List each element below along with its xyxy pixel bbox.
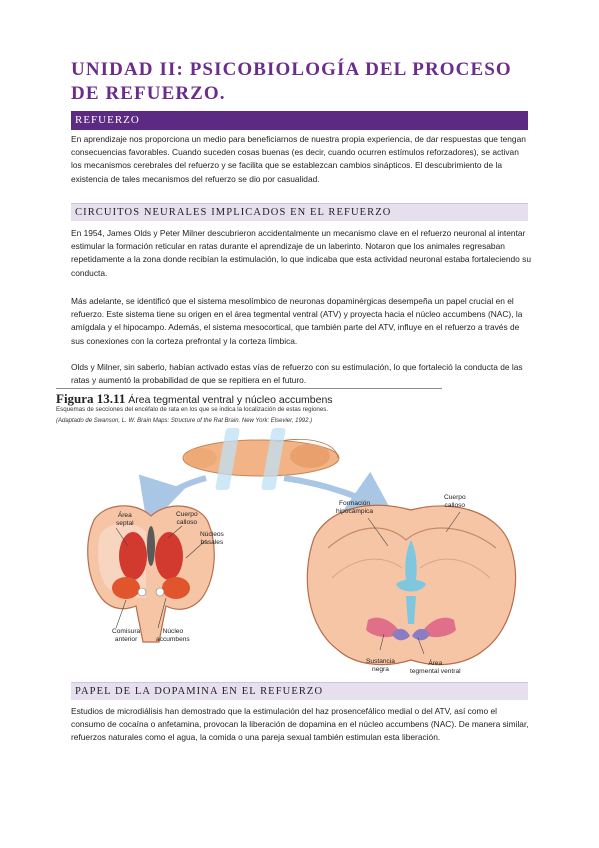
figure-title-text: Área tegmental ventral y núcleo accumben… <box>128 394 333 406</box>
substantia-nigra-right-shape <box>422 617 456 638</box>
paragraph-vias-refuerzo: Olds y Milner, sin saberlo, habían activ… <box>71 362 523 386</box>
label-cuerpo-calloso-left: Cuerpo calloso <box>176 511 198 526</box>
figure-caption-subtitle: Esquemas de secciones del encéfalo de ra… <box>56 406 329 413</box>
label-comisura-anterior: Comisura anterior <box>112 628 141 643</box>
rat-brain-sections-diagram <box>87 428 517 666</box>
septal-area-shape <box>119 532 147 580</box>
arrow-to-left-section <box>138 474 207 528</box>
figure-caption-title: Figura 13.11 Área tegmental ventral y nú… <box>56 391 333 407</box>
figure-top-rule <box>56 388 442 389</box>
label-cuerpo-calloso-right: Cuerpo calloso <box>444 494 466 509</box>
vta-left-shape <box>392 628 410 641</box>
section-heading-dopamina: PAPEL DE LA DOPAMINA EN EL REFUERZO <box>71 682 528 700</box>
label-nucleos-basales: Núcleos basales <box>200 531 224 546</box>
accumbens-left-shape <box>112 577 140 599</box>
label-sustancia-negra: Sustancia negra <box>366 658 395 673</box>
section-heading-circuitos: CIRCUITOS NEURALES IMPLICADOS EN EL REFU… <box>71 203 528 221</box>
section-heading-refuerzo: REFUERZO <box>71 111 528 130</box>
paragraph-refuerzo: En aprendizaje nos proporciona un medio … <box>71 134 526 184</box>
label-formacion-hipocampica: Formación hipocámpica <box>336 500 374 515</box>
vta-right-shape <box>412 628 430 641</box>
rat-brain-whole-illustration <box>182 428 340 490</box>
paragraph-olds-milner: En 1954, James Olds y Peter Milner descu… <box>71 228 532 278</box>
left-brain-section <box>87 505 215 643</box>
label-area-septal: Área septal <box>116 512 134 527</box>
substantia-nigra-left-shape <box>366 617 400 638</box>
label-area-tegmental-ventral: Área tegmental ventral <box>410 660 461 675</box>
page-title: UNIDAD II: PSICOBIOLOGÍA DEL PROCESO DE … <box>71 59 512 104</box>
accumbens-right-shape <box>162 577 190 599</box>
figure-number: Figura 13.11 <box>56 391 126 406</box>
paragraph-mesolimbico: Más adelante, se identificó que el siste… <box>71 296 523 346</box>
paragraph-dopamina: Estudios de microdiálisis han demostrado… <box>71 706 529 743</box>
label-nucleo-accumbens: Núcleo accumbens <box>156 628 190 643</box>
figure-caption-source: (Adaptado de Swanson, L. W. Brain Maps: … <box>56 418 313 424</box>
right-brain-section <box>306 504 517 666</box>
